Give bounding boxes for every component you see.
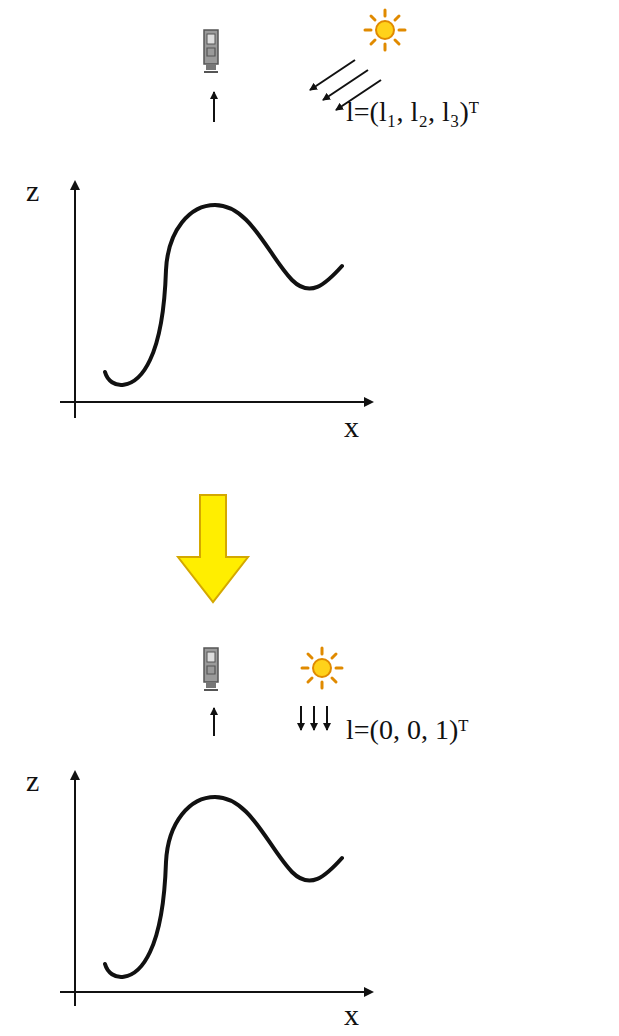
view-arrow — [213, 92, 215, 122]
transform-arrow — [178, 495, 248, 602]
light-vector-label: l=(0, 0, 1)ᵀ — [346, 716, 468, 744]
sun-icon — [365, 10, 405, 50]
camera-icon — [204, 30, 218, 72]
z-axis — [74, 182, 76, 418]
x-axis — [60, 991, 372, 993]
light-vector-label: l=(l₁, l₂, l₃)ᵀ — [346, 98, 479, 126]
x-axis — [60, 401, 372, 403]
axis-label: z — [26, 766, 39, 796]
z-axis — [74, 772, 76, 1006]
surface-curve — [105, 205, 342, 385]
sun-icon — [302, 648, 342, 688]
camera-icon — [204, 648, 218, 690]
light-rays — [301, 706, 327, 730]
axis-label: x — [344, 1000, 359, 1030]
axis-label: z — [26, 176, 39, 206]
surface-curve — [105, 797, 342, 977]
axis-label: x — [344, 412, 359, 442]
view-arrow — [213, 708, 215, 736]
